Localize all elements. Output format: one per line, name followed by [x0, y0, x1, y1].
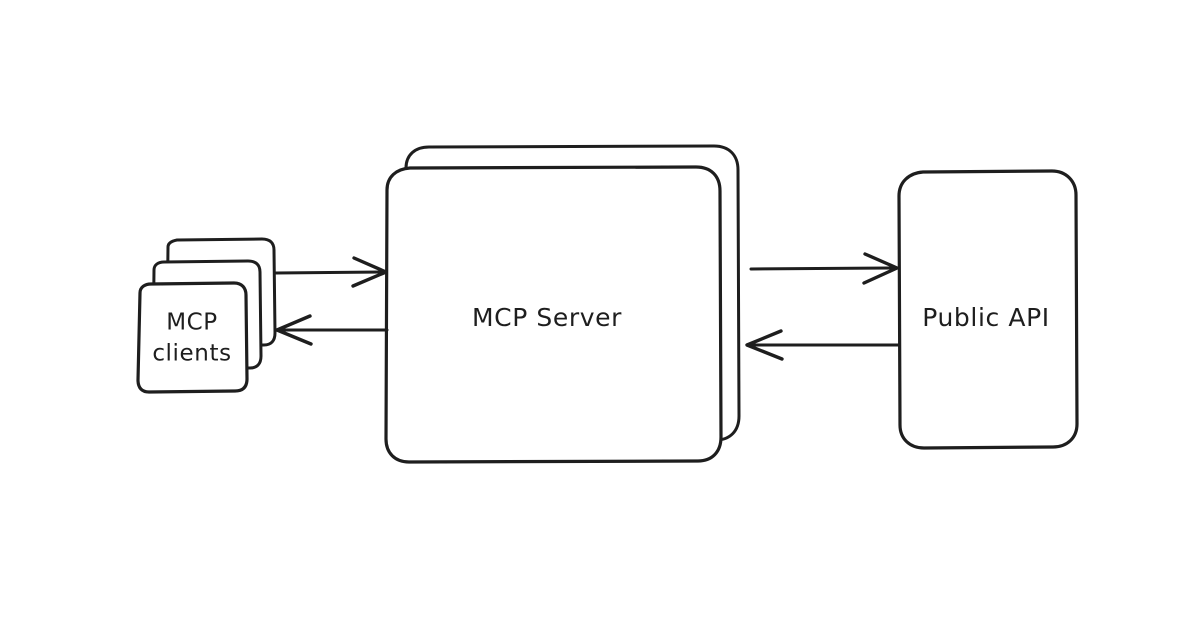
mcp-clients-card-front	[136, 281, 249, 394]
mcp-server-label: MCP Server	[472, 303, 622, 332]
node-mcp-clients[interactable]: MCP clients	[136, 237, 277, 394]
connector-clients-to-server-arrowhead	[351, 256, 388, 288]
connector-server-to-clients-arrowhead	[275, 314, 313, 346]
connector-server-to-api-arrowhead	[862, 252, 899, 285]
mcp-server-card-front	[384, 165, 723, 464]
public-api-card	[897, 169, 1079, 450]
connector-server-to-api-line	[749, 266, 898, 271]
connector-api-to-server-arrowhead	[745, 329, 784, 361]
connector-api-to-server[interactable]	[745, 329, 901, 361]
connector-clients-to-server-line	[274, 270, 387, 275]
mcp-clients-label-line2: clients	[152, 341, 231, 367]
connector-server-to-clients[interactable]	[275, 314, 389, 346]
mcp-clients-label-line1: MCP	[166, 310, 218, 336]
node-public-api[interactable]: Public API	[897, 169, 1079, 450]
public-api-label: Public API	[922, 303, 1049, 332]
node-mcp-server[interactable]: MCP Server	[384, 144, 741, 464]
connector-clients-to-server[interactable]	[274, 256, 388, 288]
connector-server-to-api[interactable]	[749, 252, 899, 285]
